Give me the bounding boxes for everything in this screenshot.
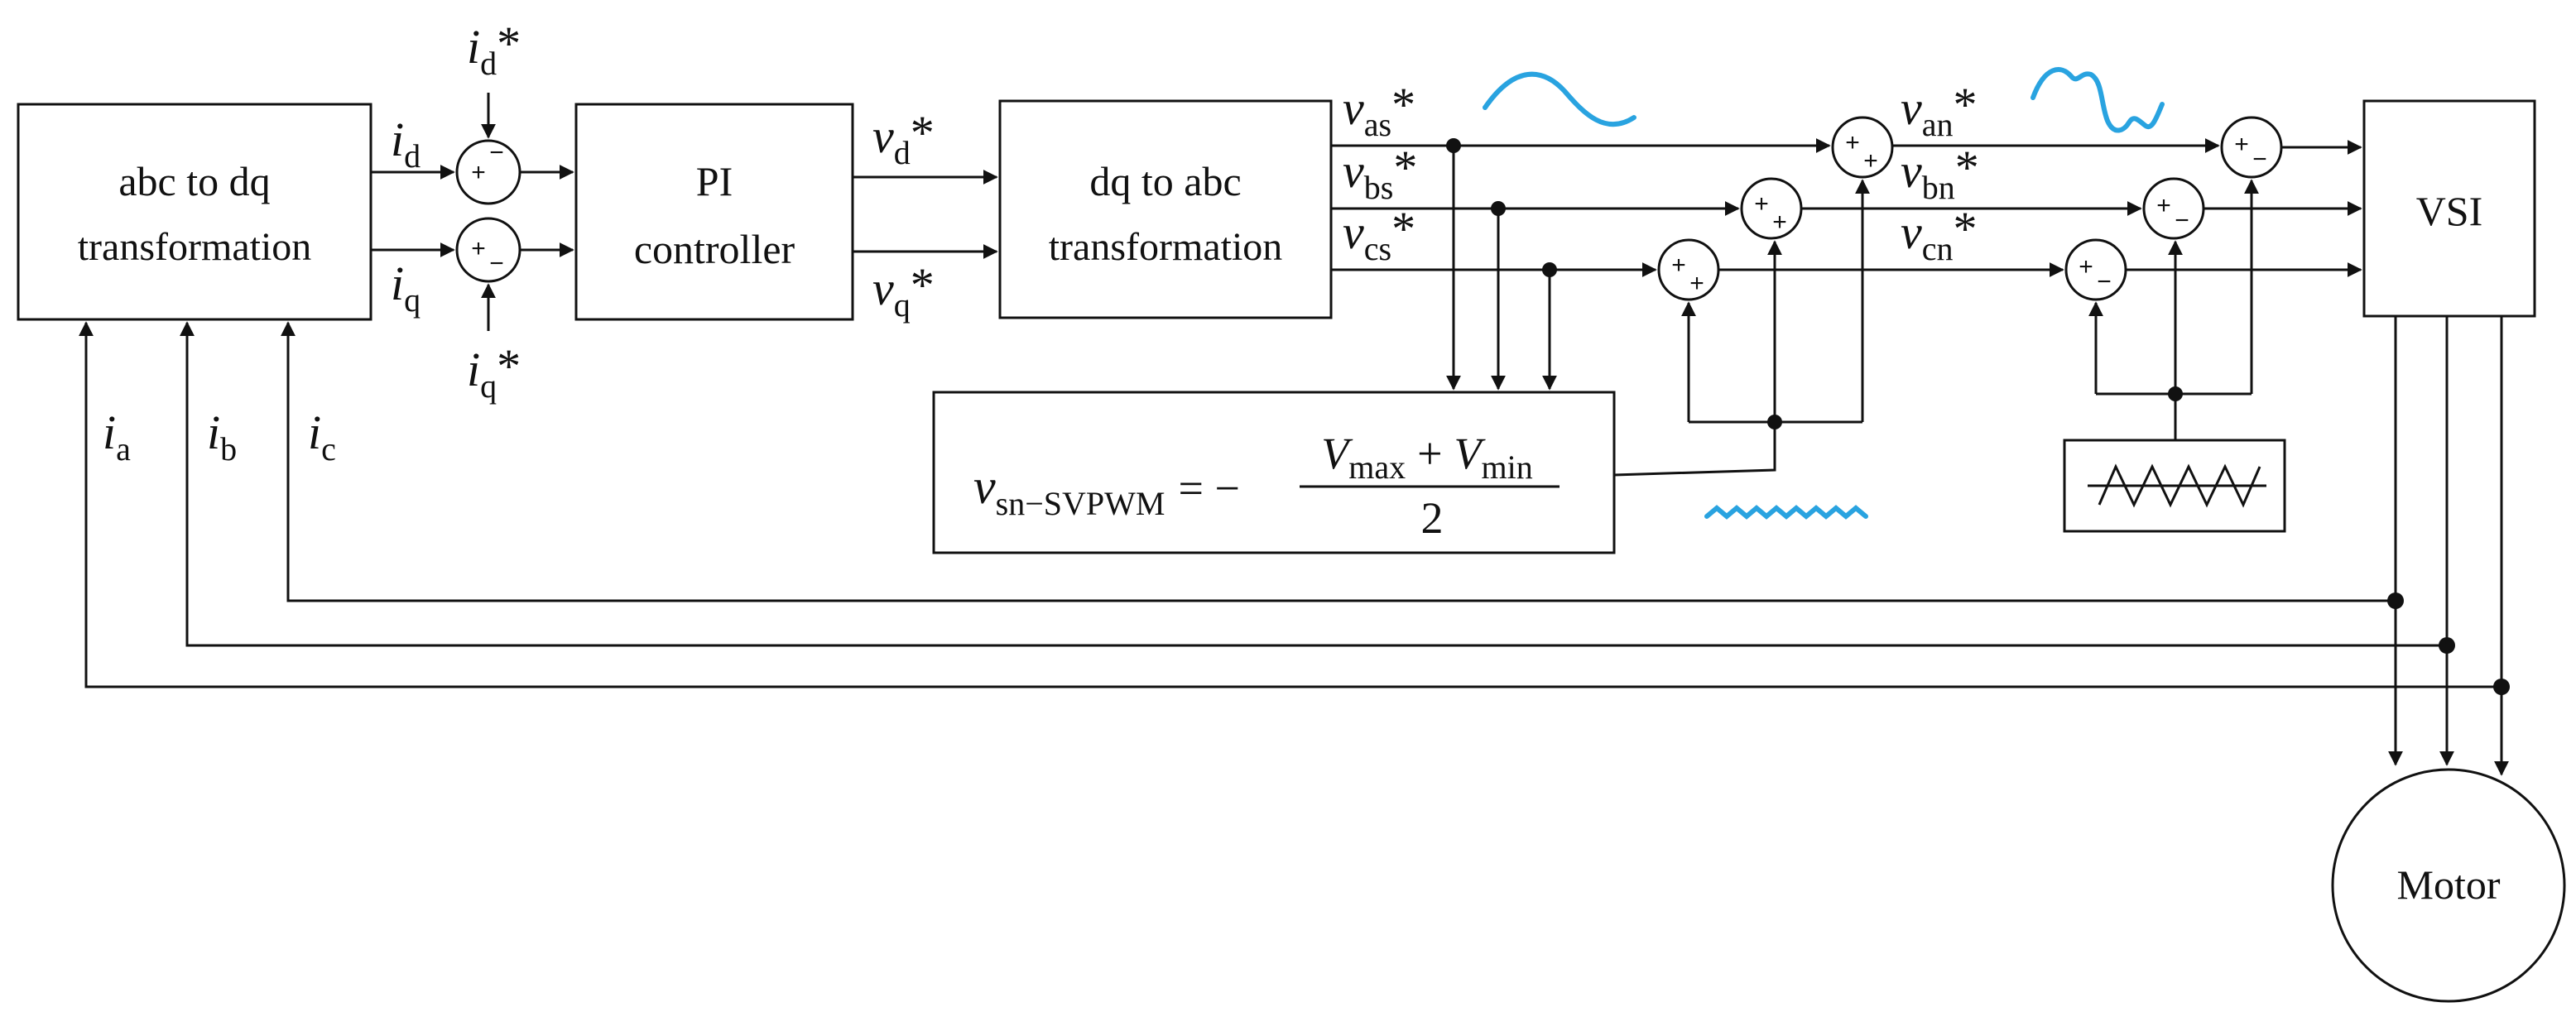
svpwm-equation-lhs: vsn−SVPWM= − <box>973 459 1240 522</box>
sum-junction-phase-c-offset: + + <box>1657 238 1720 301</box>
feedback-wires <box>79 316 2510 776</box>
abc-to-dq-block: abc to dq transformation <box>17 103 372 321</box>
svg-text:+: + <box>471 235 486 262</box>
label-ia: ia <box>103 405 131 468</box>
svg-text:+: + <box>2156 192 2171 219</box>
svg-text:−: − <box>489 250 504 277</box>
svg-text:+: + <box>1671 252 1686 279</box>
label-vbn-ref: vbn* <box>1901 141 1979 206</box>
svpwm-equation-numerator: Vmax+Vmin <box>1321 429 1533 486</box>
motor-block: Motor <box>2331 768 2566 1003</box>
label-ib: ib <box>207 405 237 468</box>
sum-junction-phase-a-offset: + + <box>1831 116 1894 179</box>
abc-to-dq-label-line2: transformation <box>78 225 312 269</box>
sum-junction-phase-b-offset: + + <box>1740 177 1803 240</box>
svg-text:+: + <box>1754 190 1769 218</box>
sine-wave-icon <box>1483 71 1636 127</box>
svg-text:+: + <box>1772 209 1787 236</box>
current-loop-wires <box>371 93 998 331</box>
abc-to-dq-label-line1: abc to dq <box>118 158 270 204</box>
svg-text:−: − <box>2097 268 2112 295</box>
label-vcn-ref: vcn* <box>1901 202 1978 267</box>
triangular-zero-sequence-icon <box>1704 505 1868 520</box>
label-vq-ref: vq* <box>872 258 935 324</box>
svg-text:+: + <box>1863 147 1878 175</box>
svpwm-equation-denominator: 2 <box>1421 493 1444 543</box>
label-id-ref: id* <box>467 17 521 82</box>
label-vbs-ref: vbs* <box>1343 141 1417 206</box>
svg-text:+: + <box>2079 253 2093 281</box>
svpwm-modulated-wave-icon <box>2031 67 2165 133</box>
sum-junction-iq: + − <box>455 217 521 283</box>
label-iq: iq <box>391 257 421 319</box>
svg-text:−: − <box>2252 146 2267 173</box>
motor-label: Motor <box>2397 861 2501 908</box>
label-vcs-ref: vcs* <box>1343 202 1415 267</box>
dq-to-abc-block: dq to abc transformation <box>998 99 1333 319</box>
sum-junction-phase-c-compare: + − <box>2064 238 2127 301</box>
svg-text:+: + <box>1689 270 1704 297</box>
pi-controller-label-line2: controller <box>634 226 795 272</box>
dq-to-abc-label-line2: transformation <box>1049 225 1283 269</box>
triangle-carrier-icon <box>2088 463 2266 508</box>
phase-reference-wires <box>1331 138 2362 477</box>
label-ic: ic <box>308 405 336 468</box>
carrier-generator-block <box>2063 439 2286 533</box>
vsi-label: VSI <box>2416 188 2483 234</box>
pi-controller-label-line1: PI <box>696 158 733 204</box>
sum-junction-id: + − <box>455 139 521 205</box>
label-iq-ref: iq* <box>467 339 521 405</box>
pi-controller-block: PI controller <box>574 103 854 321</box>
label-vd-ref: vd* <box>872 106 935 171</box>
label-van-ref: van* <box>1901 78 1978 143</box>
svg-text:−: − <box>2175 207 2189 234</box>
sum-junction-phase-b-compare: + − <box>2142 177 2205 240</box>
svg-text:+: + <box>471 159 486 186</box>
label-vas-ref: vas* <box>1343 78 1415 143</box>
svg-text:−: − <box>489 139 504 166</box>
vsi-block: VSI <box>2362 99 2536 318</box>
dq-to-abc-label-line1: dq to abc <box>1089 158 1241 204</box>
svg-text:+: + <box>1845 129 1860 156</box>
label-id: id <box>391 113 421 175</box>
svpwm-offset-block: vsn−SVPWM= − Vmax+Vmin 2 <box>932 391 1616 554</box>
svg-text:+: + <box>2234 131 2249 158</box>
sum-junction-phase-a-compare: + − <box>2220 116 2283 179</box>
